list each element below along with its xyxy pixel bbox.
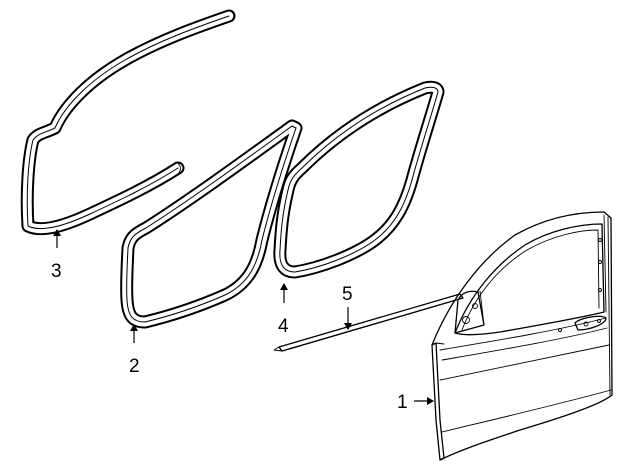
weatherstrip-part-4: [273, 80, 445, 279]
belt-molding-part-5: [273, 293, 464, 352]
callout-5: 5: [342, 284, 353, 305]
callout-labels: 1 2 3 4 5: [51, 261, 408, 413]
callout-3: 3: [51, 261, 62, 282]
door-shell-part-1: [431, 211, 613, 461]
callout-1: 1: [397, 392, 408, 413]
callout-4: 4: [278, 316, 289, 337]
weatherstrip-part-2: [120, 119, 303, 329]
leader-lines: [53, 229, 434, 405]
weatherstrip-part-3: [20, 9, 236, 236]
callout-2: 2: [129, 356, 140, 377]
